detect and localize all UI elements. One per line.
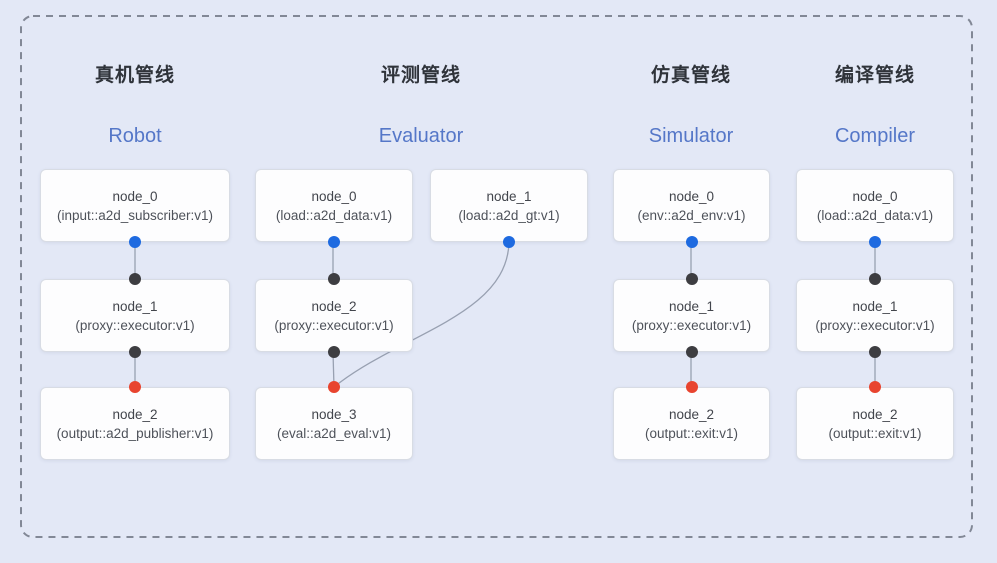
port-dark-dot — [685, 346, 698, 358]
node-type: (proxy::executor:v1) — [815, 317, 935, 333]
port-red-dot — [869, 381, 881, 393]
pipeline-title-zh-robot: 真机管线 — [94, 65, 176, 86]
node-box-robot-node_2: node_2(output::a2d_publisher:v1) — [40, 387, 230, 460]
pipeline-title-en-simulator: Simulator — [648, 125, 734, 147]
port-dark-dot — [869, 273, 881, 285]
node-label: node_2 — [668, 406, 715, 422]
pipeline-title-en-compiler: Compiler — [834, 125, 916, 147]
node-label: node_1 — [112, 298, 158, 314]
node-box-simulator-node_2: node_2(output::exit:v1) — [613, 387, 770, 460]
node-box-evaluator-node_1: node_1(load::a2d_gt:v1) — [430, 169, 588, 242]
pipeline-title-en-evaluator: Evaluator — [378, 125, 464, 147]
node-label: node_0 — [112, 188, 158, 204]
node-type: (output::a2d_publisher:v1) — [56, 425, 214, 441]
node-type: (load::a2d_gt:v1) — [458, 207, 560, 223]
node-type: (env::a2d_env:v1) — [637, 207, 746, 223]
port-dark-dot — [685, 273, 698, 285]
node-box-compiler-node_1: node_1(proxy::executor:v1) — [796, 279, 954, 352]
node-type: (load::a2d_data:v1) — [816, 207, 934, 223]
node-label: node_1 — [852, 298, 898, 314]
port-red-dot — [129, 381, 141, 393]
node-type: (input::a2d_subscriber:v1) — [56, 207, 214, 223]
node-label: node_3 — [311, 406, 357, 422]
dashed-frame — [20, 15, 973, 538]
node-label: node_1 — [668, 298, 715, 314]
node-type: (output::exit:v1) — [644, 425, 739, 441]
node-box-compiler-node_0: node_0(load::a2d_data:v1) — [796, 169, 954, 242]
node-label: node_1 — [486, 188, 532, 204]
node-label: node_2 — [311, 298, 357, 314]
port-blue-dot — [328, 236, 340, 248]
port-dark-dot — [869, 346, 881, 358]
pipeline-title-zh-evaluator: 评测管线 — [380, 65, 462, 86]
node-label: node_2 — [112, 406, 158, 422]
node-label: node_2 — [852, 406, 898, 422]
node-box-evaluator-node_2: node_2(proxy::executor:v1) — [255, 279, 413, 352]
port-dark-dot — [328, 273, 340, 285]
port-blue-dot — [869, 236, 881, 248]
edge-curve — [333, 242, 510, 388]
node-box-robot-node_1: node_1(proxy::executor:v1) — [40, 279, 230, 352]
port-blue-dot — [129, 236, 141, 248]
node-type: (proxy::executor:v1) — [75, 317, 195, 333]
port-blue-dot — [503, 236, 515, 248]
node-type: (output::exit:v1) — [828, 425, 922, 441]
port-red-dot — [685, 381, 698, 393]
pipeline-title-zh-simulator: 仿真管线 — [650, 65, 732, 86]
node-box-evaluator-node_0: node_0(load::a2d_data:v1) — [255, 169, 413, 242]
node-label: node_0 — [311, 188, 357, 204]
node-box-evaluator-node_3: node_3(eval::a2d_eval:v1) — [255, 387, 413, 460]
node-box-simulator-node_1: node_1(proxy::executor:v1) — [613, 279, 770, 352]
pipeline-title-zh-compiler: 编译管线 — [834, 65, 916, 86]
node-type: (load::a2d_data:v1) — [275, 207, 393, 223]
node-label: node_0 — [852, 188, 898, 204]
node-label: node_0 — [668, 188, 715, 204]
node-type: (proxy::executor:v1) — [631, 317, 752, 333]
pipeline-title-en-robot: Robot — [108, 125, 162, 147]
node-type: (proxy::executor:v1) — [274, 317, 394, 333]
port-blue-dot — [685, 236, 698, 248]
port-dark-dot — [328, 346, 340, 358]
node-type: (eval::a2d_eval:v1) — [276, 425, 392, 441]
port-dark-dot — [129, 273, 141, 285]
node-box-simulator-node_0: node_0(env::a2d_env:v1) — [613, 169, 770, 242]
node-box-robot-node_0: node_0(input::a2d_subscriber:v1) — [40, 169, 230, 242]
node-box-compiler-node_2: node_2(output::exit:v1) — [796, 387, 954, 460]
port-dark-dot — [129, 346, 141, 358]
port-red-dot — [328, 381, 340, 393]
